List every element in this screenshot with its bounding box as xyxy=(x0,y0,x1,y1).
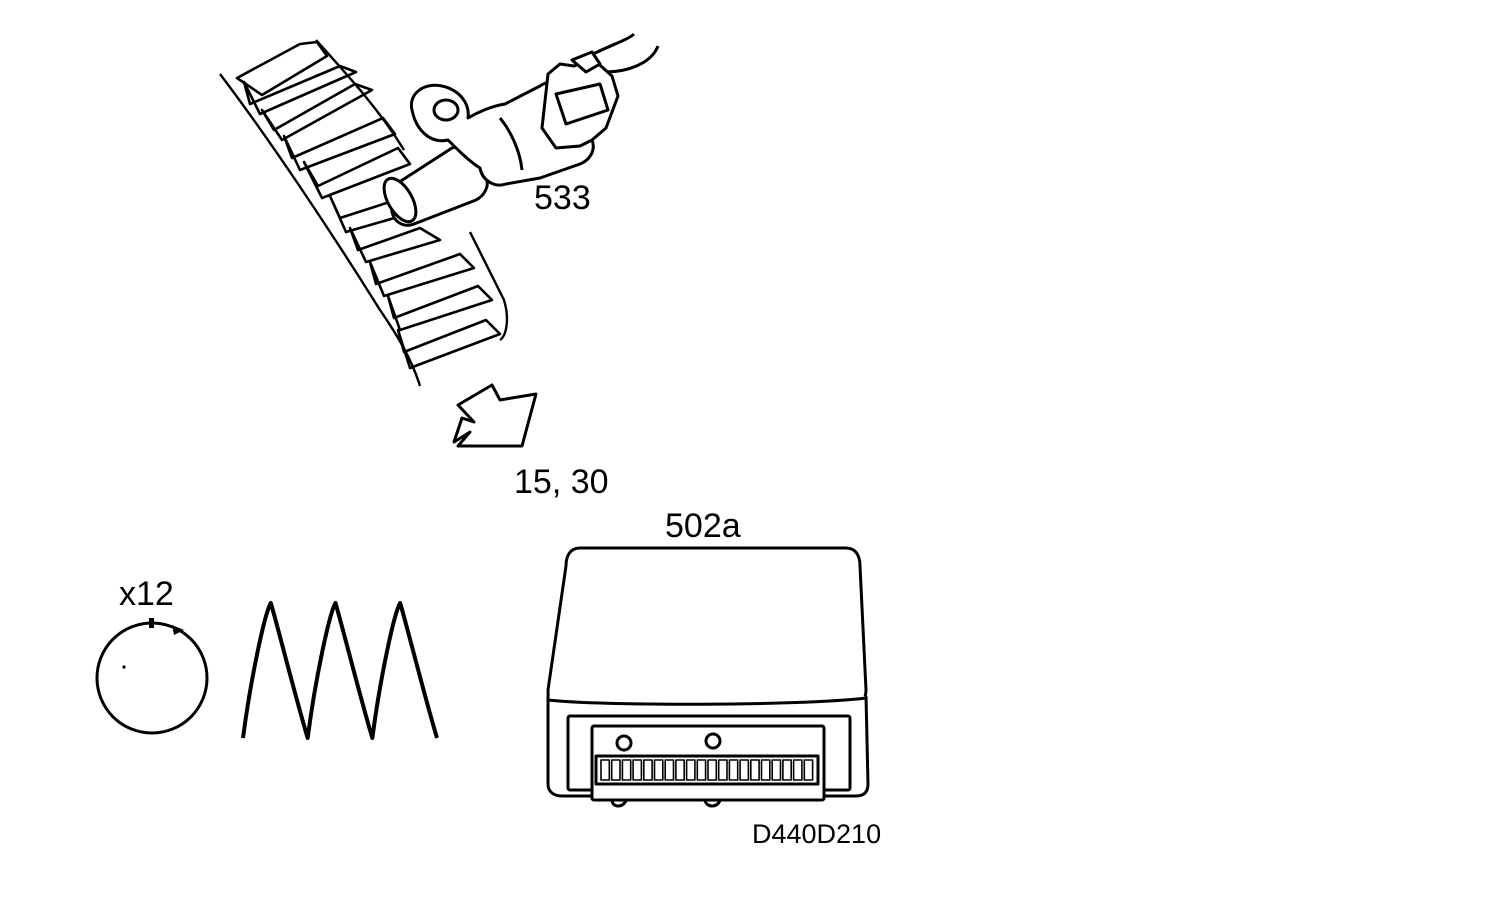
signal-waveform xyxy=(241,601,439,740)
direction-arrow-icon xyxy=(452,383,538,448)
connector-pin xyxy=(717,759,728,781)
rotation-icon xyxy=(95,618,209,735)
connector-pin xyxy=(653,759,664,781)
connector-pin xyxy=(642,759,653,781)
connector-pin xyxy=(664,759,675,781)
multiplier-label: x12 xyxy=(119,575,174,613)
connector-pin xyxy=(707,759,718,781)
connector-pin xyxy=(696,759,707,781)
sensor-number-label: 533 xyxy=(534,179,591,217)
connector-pin xyxy=(610,759,621,781)
connector-pin xyxy=(675,759,686,781)
figure-code: D440D210 xyxy=(752,819,881,849)
wheel-edge-lines xyxy=(219,39,509,387)
connector-pin xyxy=(749,759,760,781)
connector-pin xyxy=(632,759,643,781)
power-terminal-label: 15, 30 xyxy=(514,463,609,501)
toothed-wheel xyxy=(235,40,502,370)
connector-pin xyxy=(600,759,611,781)
connector-pin xyxy=(803,759,814,781)
connector-pin xyxy=(782,759,793,781)
connector-pin-row xyxy=(600,759,814,781)
control-unit-502a xyxy=(546,546,870,808)
connector-pin xyxy=(621,759,632,781)
position-sensor xyxy=(382,32,660,227)
control-unit-label: 502a xyxy=(665,507,741,545)
connector-pin xyxy=(771,759,782,781)
connector-pin xyxy=(760,759,771,781)
connector-pin xyxy=(685,759,696,781)
connector-pin xyxy=(728,759,739,781)
connector-pin xyxy=(739,759,750,781)
connector-pin xyxy=(792,759,803,781)
